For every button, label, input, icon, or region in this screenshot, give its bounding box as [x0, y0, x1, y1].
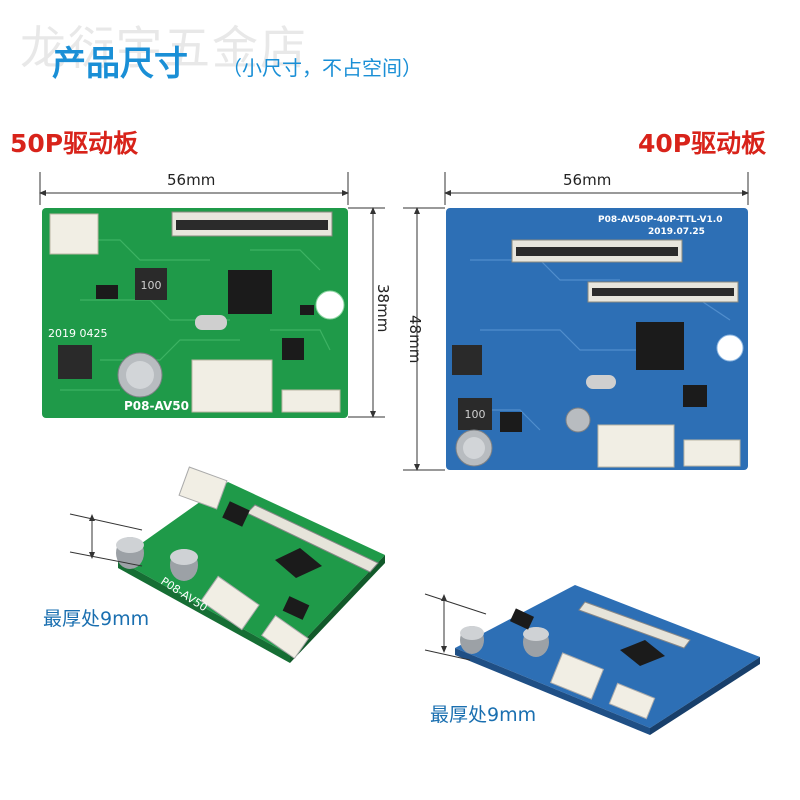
right-dimension-lines	[403, 172, 749, 471]
photo-left-thickness-label: 最厚处9mm	[43, 608, 150, 630]
photo-right-thickness-label: 最厚处9mm	[430, 704, 537, 726]
left-silk-date: 2019 0425	[48, 327, 108, 340]
board-right-width-label: 56mm	[563, 171, 612, 189]
photo-left-board: P08-AV50	[116, 466, 385, 663]
photo-right-board	[455, 585, 760, 735]
right-silk-date: 2019.07.25	[648, 227, 705, 237]
left-silk-model: P08-AV50	[124, 399, 189, 413]
board-right-label: 40P驱动板	[638, 129, 767, 158]
left-dimension-lines	[39, 172, 385, 418]
board-left-label: 50P驱动板	[10, 129, 139, 158]
photo-left-thickness-lines	[69, 513, 143, 567]
photo-right-thickness-lines	[424, 593, 487, 661]
page-subtitle: （小尺寸，不占空间）	[222, 56, 422, 80]
right-silk-model: P08-AV50P-40P-TTL-V1.0	[598, 215, 722, 225]
watermark: 龙衍宇五金店	[20, 21, 308, 75]
board-right-pcb: P08-AV50P-40P-TTL-V1.0 2019.07.25 100	[446, 208, 748, 470]
board-left-pcb: 100 2019 0425 P08-AV50	[42, 208, 348, 418]
board-left-width-label: 56mm	[167, 171, 216, 189]
right-inductor-text: 100	[465, 408, 486, 421]
page-title: 产品尺寸	[52, 44, 188, 84]
left-inductor-text: 100	[141, 279, 162, 292]
